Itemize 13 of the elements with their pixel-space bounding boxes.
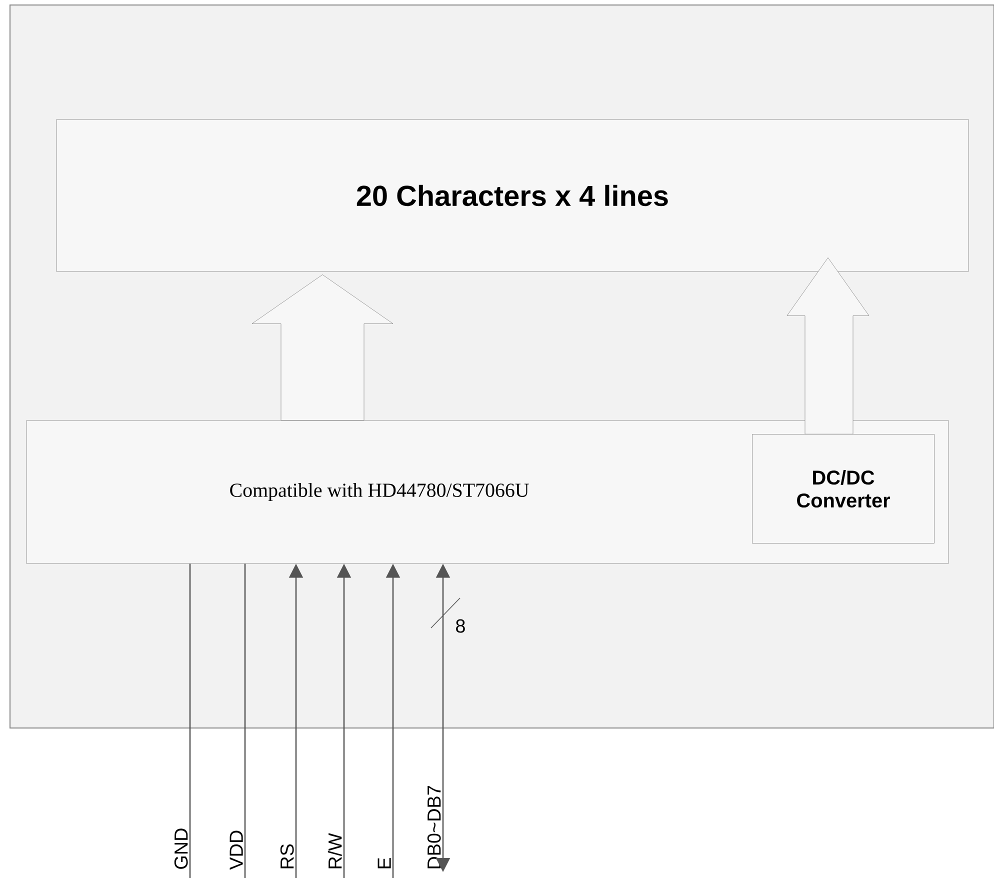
pin-label: R/W — [328, 833, 342, 868]
signal-line — [189, 564, 191, 878]
converter-box: DC/DC Converter — [752, 434, 934, 544]
block-arrow — [786, 258, 870, 434]
pin-label: DB0~DB7 — [427, 786, 441, 868]
pin-label: RS — [280, 844, 294, 868]
signal-line — [244, 564, 246, 878]
block-arrow — [252, 274, 394, 420]
pin-label: E — [378, 858, 391, 868]
pin-label: VDD — [230, 830, 243, 870]
pin-label: GND — [174, 828, 188, 869]
bus-width-label: 8 — [456, 619, 465, 633]
display-box: 20 Characters x 4 lines — [56, 119, 969, 272]
